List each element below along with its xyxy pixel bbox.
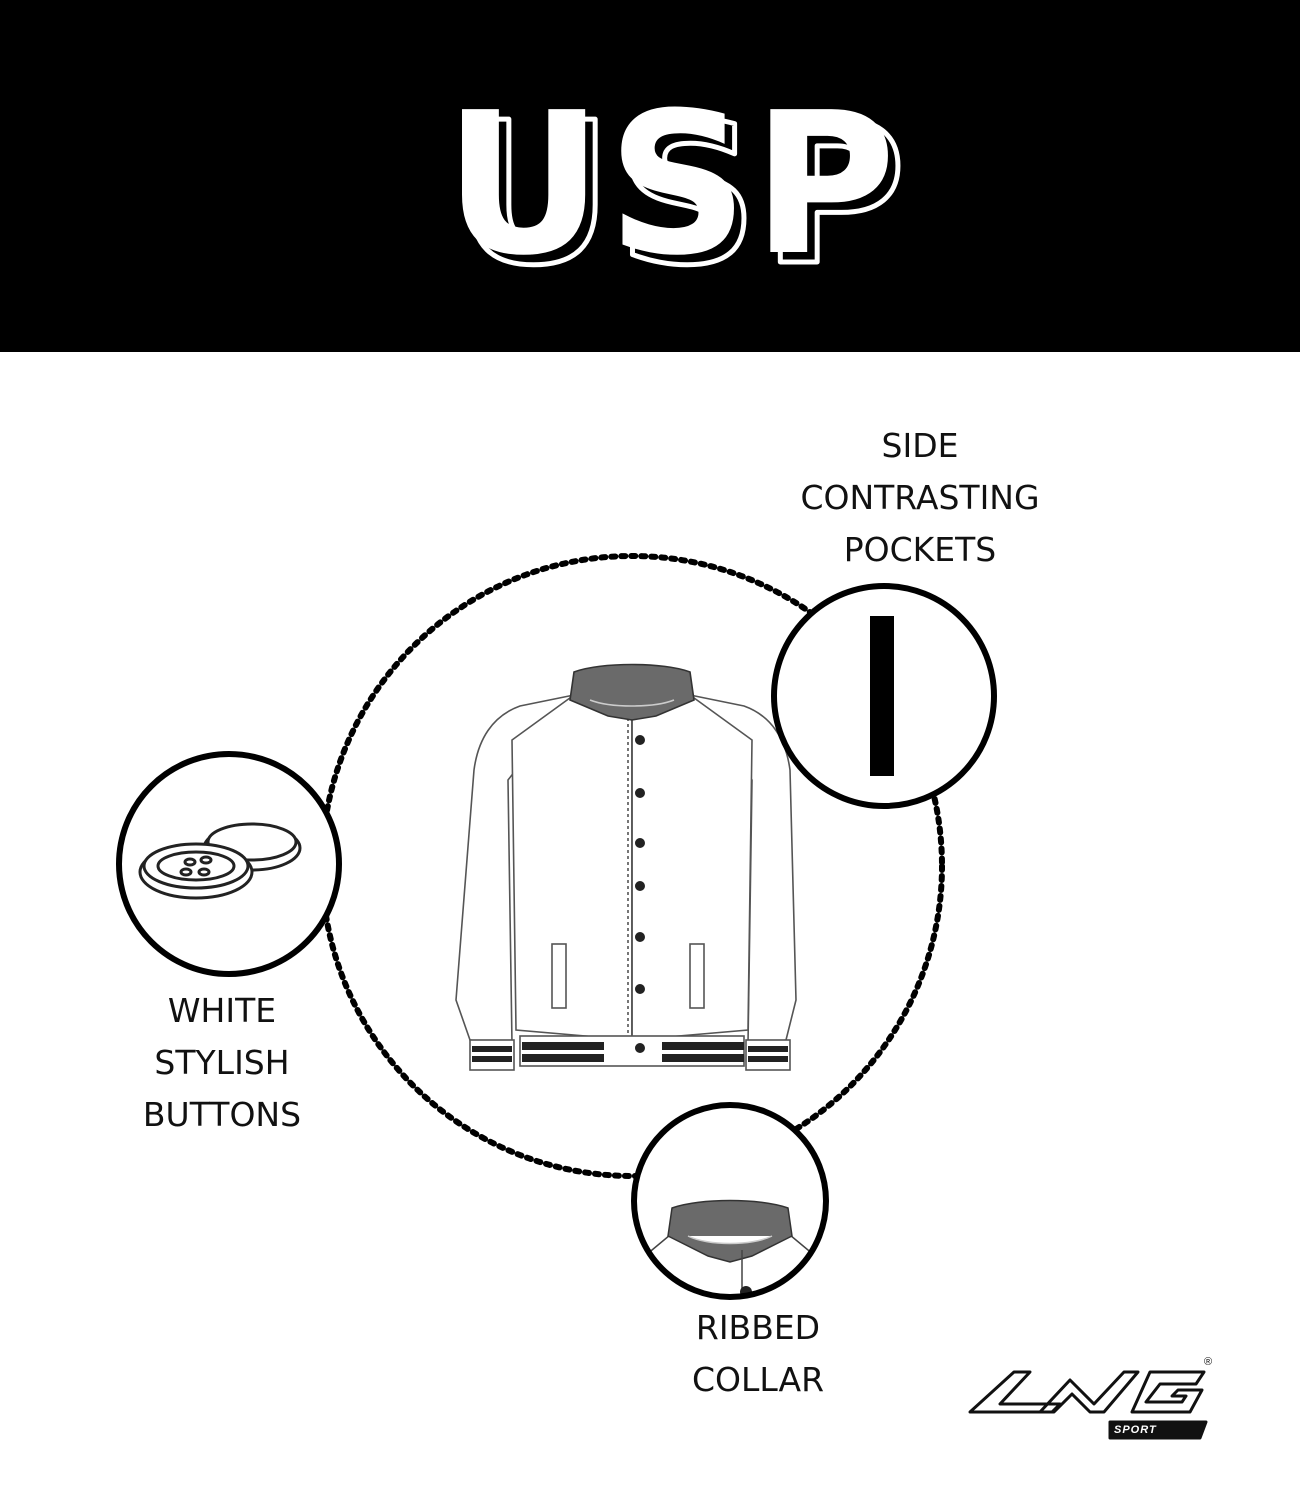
brand-sub-text: SPORT (1114, 1424, 1157, 1436)
ribbed-collar-icon (631, 1102, 829, 1300)
usp-illustration (116, 553, 1208, 1440)
feature-label-collar: RIBBED COLLAR (691, 1308, 825, 1399)
pocket-stripe-icon (771, 583, 997, 809)
page-title: USP (444, 71, 900, 299)
jacket-snap-buttons (635, 735, 645, 1053)
brand-logo (968, 1370, 1208, 1440)
header-banner: USP USP (0, 0, 1300, 352)
buttons-icon (116, 751, 342, 977)
registered-mark: ® (1204, 1356, 1213, 1368)
varsity-jacket-icon (455, 663, 797, 1071)
svg-text:USP: USP (454, 81, 910, 309)
feature-label-buttons: WHITE STYLISH BUTTONS (142, 991, 302, 1134)
feature-label-pockets: SIDE CONTRASTING POCKETS (800, 426, 1040, 569)
title-graphic: USP USP (444, 71, 910, 312)
